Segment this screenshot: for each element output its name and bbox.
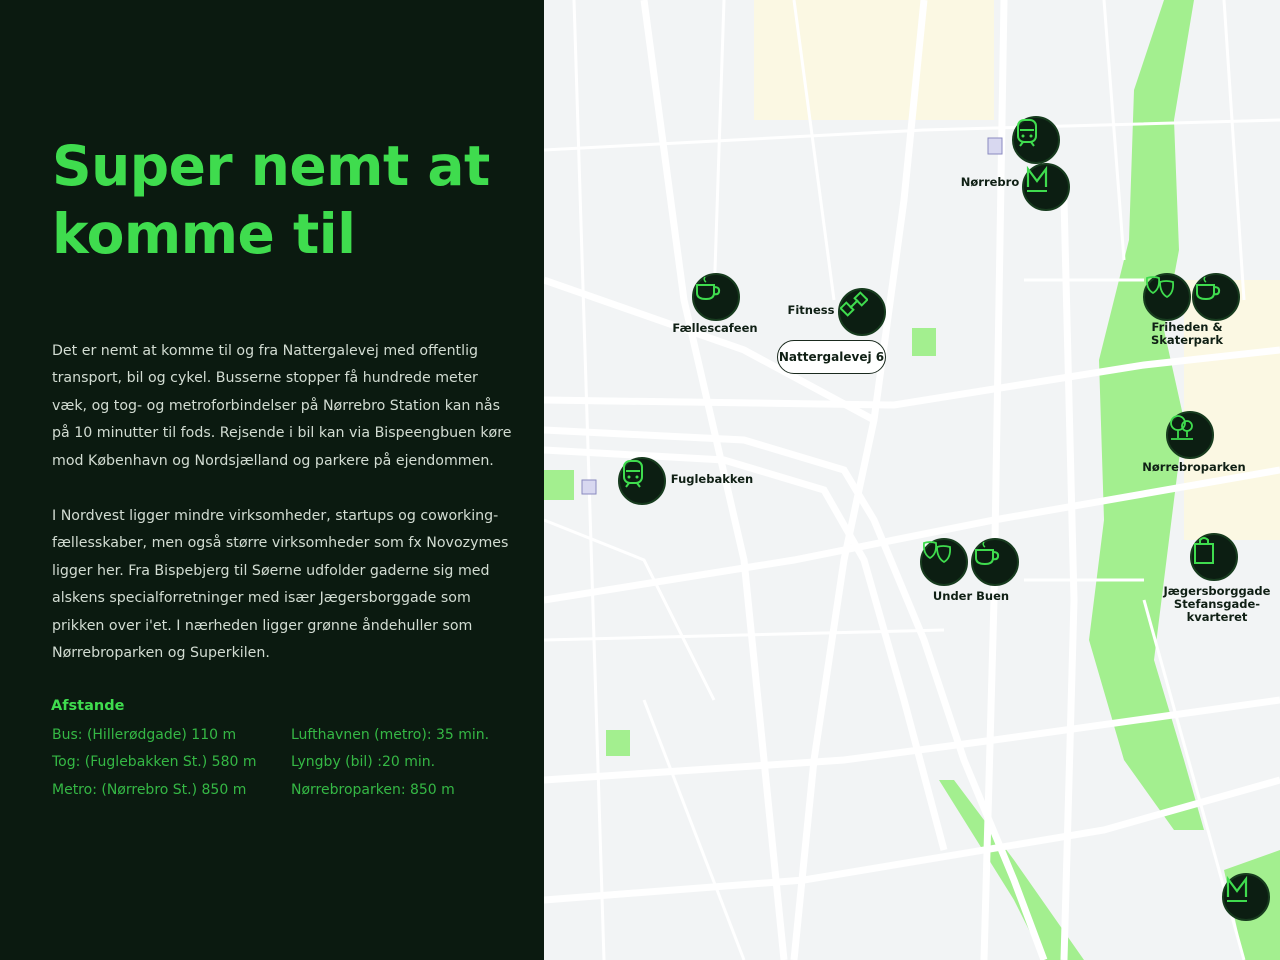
label-friheden: Friheden & Skaterpark xyxy=(1151,320,1223,347)
distances-heading: Afstande xyxy=(51,698,125,714)
distance-airport: Lufthavnen (metro): 35 min. xyxy=(291,727,490,743)
coffee-cup-icon xyxy=(975,541,1000,566)
distance-metro: Metro: (Nørrebro St.) 850 m xyxy=(52,781,247,798)
distances-left: Bus: (Hillerødgade) 110 m Tog: (Fuglebak… xyxy=(52,722,256,804)
distance-bus: Bus: (Hillerødgade) 110 m xyxy=(52,727,237,743)
distance-lyngby: Lyngby (bil) :20 min. xyxy=(291,754,436,771)
label-fuglebakken: Fuglebakken xyxy=(670,472,754,486)
label-fitness: Fitness xyxy=(787,303,835,317)
theatre-marker[interactable] xyxy=(920,538,968,586)
metro-marker[interactable] xyxy=(1022,163,1070,211)
shopping-marker[interactable] xyxy=(1190,533,1238,581)
cafe-marker[interactable] xyxy=(971,538,1019,586)
info-panel: Super nemt at komme til Det er nemt at k… xyxy=(0,0,544,960)
area-paragraph: I Nordvest ligger mindre virksomheder, s… xyxy=(52,508,509,662)
metro-marker[interactable] xyxy=(1222,873,1270,921)
train-station-marker[interactable] xyxy=(1012,116,1060,164)
trees-icon xyxy=(1170,415,1193,440)
coffee-cup-icon xyxy=(1196,276,1221,301)
page-title: Super nemt at komme til xyxy=(52,134,490,266)
label-norrebroparken: Nørrebroparken xyxy=(1142,460,1246,474)
distance-train: Tog: (Fuglebakken St.) 580 m xyxy=(52,754,257,771)
theatre-marker[interactable] xyxy=(1143,273,1191,321)
label-jaegersborggade: Jægersborggade Stefansgade-kvarteret xyxy=(1163,584,1271,624)
metro-icon xyxy=(1026,165,1048,192)
distances-right: Lufthavnen (metro): 35 min. Lyngby (bil)… xyxy=(291,722,489,804)
address-pin-nattergalevej[interactable]: Nattergalevej 6 xyxy=(777,340,886,374)
dumbbell-icon xyxy=(840,291,868,317)
label-under-buen: Under Buen xyxy=(932,589,1010,603)
label-norrebro: Nørrebro xyxy=(960,175,1020,189)
train-icon xyxy=(1017,119,1037,147)
park-marker[interactable] xyxy=(1166,411,1214,459)
theatre-masks-icon xyxy=(922,541,952,564)
fitness-marker[interactable] xyxy=(838,288,886,336)
theatre-masks-icon xyxy=(1145,276,1175,299)
metro-icon xyxy=(1226,875,1248,902)
train-icon xyxy=(623,460,643,488)
train-station-marker[interactable] xyxy=(618,457,666,505)
map-streets xyxy=(544,0,1280,960)
cafe-marker[interactable] xyxy=(1192,273,1240,321)
label-faellescafeen: Fælles­cafeen xyxy=(672,321,758,335)
map[interactable]: Nørrebro Fælles­cafeen Fitness Friheden … xyxy=(544,0,1280,960)
coffee-cup-icon xyxy=(696,276,721,301)
intro-paragraph: Det er nemt at komme til og fra Natterga… xyxy=(52,343,512,469)
cafe-marker[interactable] xyxy=(692,273,740,321)
distance-park: Nørrebroparken: 850 m xyxy=(291,781,455,798)
shopping-bag-icon xyxy=(1194,537,1214,564)
